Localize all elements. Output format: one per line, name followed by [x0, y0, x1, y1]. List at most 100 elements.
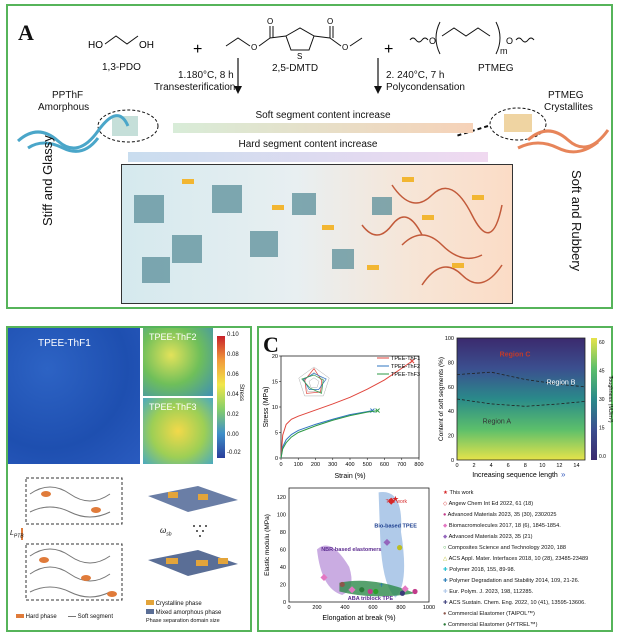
series-line-2 [280, 410, 378, 459]
legend-hard-phase: Hard phase [16, 614, 57, 620]
ptmeg-crystal-label-1: PTMEG [548, 90, 584, 101]
sy-tick-5: 100 [277, 512, 286, 518]
hx-axis-arrow: » [561, 470, 566, 479]
sx-tick-5: 1000 [423, 605, 435, 611]
legend-marker-4: ◆ [443, 534, 448, 540]
point-12 [359, 587, 365, 593]
x-tick-label-8: 800 [414, 462, 423, 468]
hard-arrow [128, 152, 488, 162]
panel-b: B TPEE-ThF1 TPEE-ThF2 TPEE-ThF3 0.10 0.0… [6, 326, 252, 632]
scatter-frame [288, 487, 430, 603]
sy-tick-1: 20 [280, 582, 286, 588]
x-tick-label-0: 0 [279, 462, 282, 468]
legend-soft-segment: Soft segment [68, 614, 113, 620]
legend-text-11: Commercial Elastomer (TAIPOL™) [447, 611, 535, 617]
panel-a: A HO OH + O O S O O + O O [6, 4, 613, 309]
legend-text-2: Advanced Materials 2023, 35 (30), 230202… [447, 512, 557, 518]
aba-region [339, 580, 415, 597]
biobased-label: Bio-based TPEE [374, 523, 417, 529]
legend-row-2: ● Advanced Materials 2023, 35 (30), 2302… [443, 512, 556, 518]
series-line-0 [280, 360, 413, 459]
legend-marker-11: ● [443, 611, 447, 617]
sy-tick-0: 0 [283, 600, 286, 606]
legend-row-4: ◆ Advanced Materials 2023, 35 (21) [443, 534, 533, 540]
morphology-box [121, 164, 513, 304]
legend-amorph-swatch [146, 609, 154, 614]
cb-tick-6: -0.02 [227, 450, 241, 456]
omega-main: ω [160, 526, 167, 535]
nbr-label-1: NBR-based elastomers [321, 547, 381, 553]
legend-crystal-text: Crystalline phase [155, 601, 202, 607]
thiswork-label: This work [386, 499, 408, 505]
heat-cb-tick-0: 60 [599, 340, 605, 346]
point-7 [399, 590, 405, 596]
stress-map-thf2 [143, 328, 213, 396]
soft-arrow [173, 123, 473, 133]
pdo-ho-left: HO [88, 40, 103, 51]
x-tick-label-5: 500 [363, 462, 372, 468]
point-13 [339, 581, 345, 588]
reactant-ptmeg: PTMEG [478, 63, 514, 74]
step1-line2: Transesterification [154, 82, 236, 93]
hard-arrow-label: Hard segment content increase [238, 139, 378, 150]
hx-tick-1: 2 [473, 463, 476, 469]
region-b-label: Region B [547, 379, 576, 386]
heat-cb-tick-3: 15 [599, 426, 605, 432]
step2-line2: Polycondensation [386, 82, 465, 93]
legend-marker-2: ● [443, 512, 447, 518]
legend-marker-12: ● [443, 622, 447, 628]
legend-marker-10: ✚ [443, 600, 448, 606]
hy-tick-2: 20 [448, 434, 454, 440]
legend-crystal-swatch [146, 600, 154, 605]
point-0: ★ [392, 495, 399, 504]
phase-schematic-right [148, 486, 238, 576]
hy-tick-0: 0 [451, 458, 454, 464]
sx-tick-2: 400 [340, 605, 349, 611]
chain-illustrations [16, 107, 610, 154]
x-tick-label-2: 200 [311, 462, 320, 468]
boundary-upper [456, 371, 586, 388]
legend-marker-8: ✚ [443, 578, 448, 584]
x-tick-label-7: 700 [397, 462, 406, 468]
point-8 [412, 588, 418, 595]
sx-tick-3: 600 [368, 605, 377, 611]
legend-text-8: Polymer Degradation and Stability 2014, … [449, 578, 580, 584]
aba-label: ABA triblock TPE [348, 596, 394, 602]
omega-label: ωsb [160, 526, 172, 538]
y-tick-label-1: 5 [275, 431, 278, 437]
x-tick-label-4: 400 [345, 462, 354, 468]
hx-tick-0: 0 [455, 463, 458, 469]
region-a-label: Region A [483, 418, 512, 425]
legend-row-8: ✚ Polymer Degradation and Stability 2014… [443, 578, 579, 584]
reactant-dmtd: 2,5-DMTD [272, 63, 319, 74]
lptb-main: L [10, 530, 14, 537]
radar-series-2 [301, 374, 324, 394]
radar-inset [298, 366, 330, 397]
point-4: + [379, 580, 384, 589]
cb-tick-5: 0.00 [227, 432, 239, 438]
sy-axis-label: Elastic modulu (MPa) [264, 514, 271, 576]
legend-label-2: TPEE-ThF3 [391, 372, 420, 378]
series-line-1 [280, 410, 373, 459]
heat-cb-tick-2: 30 [599, 397, 605, 403]
legend-text-9: Eur. Polym. J. 2023, 198, 112285. [449, 589, 534, 595]
legend-text-5: Composites Science and Technology 2020, … [447, 545, 567, 551]
legend-crystalline: Crystalline phase [146, 600, 202, 607]
boundary-lower [456, 398, 586, 407]
svg-text:O: O [267, 17, 273, 26]
hx-tick-5: 10 [539, 463, 545, 469]
svg-text:O: O [251, 43, 257, 52]
stress-colorbar-title: Stress [238, 384, 244, 402]
legend-marker-7: ✚ [443, 567, 448, 573]
legend-row-9: ✚ Eur. Polym. J. 2023, 198, 112285. [443, 589, 533, 595]
panel-a-label: A [18, 20, 34, 45]
legend-text-3: Biomacromolecules 2017, 18 (6), 1845-185… [448, 523, 561, 529]
stiff-glassy-label: Stiff and Glassy [40, 135, 55, 226]
region-c-label: Region C [500, 351, 531, 358]
reactant-pdo: 1,3-PDO [102, 62, 141, 73]
y-tick-label-0: 0 [275, 456, 278, 462]
cb-tick-3: 0.04 [227, 392, 239, 398]
